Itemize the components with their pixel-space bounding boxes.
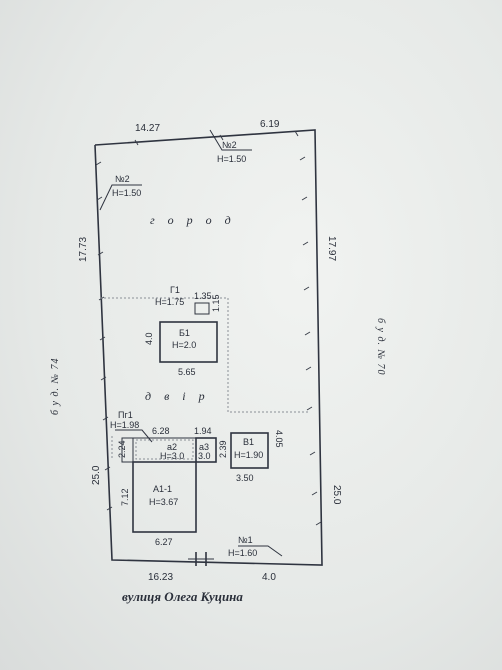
pg1-label: Пг1 [118, 410, 133, 420]
b1-height: H=2.0 [172, 340, 196, 350]
a3-label: а3 [199, 442, 209, 452]
neighbor-right: б у д. № 70 [375, 318, 386, 375]
dim-right-upper: 17.97 [326, 236, 337, 261]
dim-top-left: 14.27 [135, 123, 160, 134]
v1-height: H=1.90 [234, 450, 263, 460]
dim-bottom-left: 16.23 [148, 572, 173, 583]
building-g1 [194, 302, 210, 315]
a11-width: 6.27 [155, 537, 173, 547]
g1-width: 1.35 [194, 291, 212, 301]
b1-width: 5.65 [178, 367, 196, 377]
neighbor-left: б у д. № 74 [50, 358, 61, 415]
plot-boundary [94, 129, 323, 566]
a3-width: 1.94 [194, 426, 212, 436]
building-b1 [159, 321, 218, 363]
dim-left-upper: 17.73 [78, 237, 89, 262]
fence-mark-num-3: №1 [238, 535, 253, 545]
pg1-leader [115, 429, 153, 443]
fence-mark-h-3: H=1.60 [228, 548, 257, 558]
area-yard: д в і р [145, 389, 210, 403]
fence-mark-num-2: №2 [115, 174, 130, 184]
dim-left-lower: 25.0 [91, 465, 102, 485]
gate-icon [188, 552, 214, 566]
fence-mark-h-1: H=1.50 [217, 154, 246, 164]
a3-height: 3.0 [198, 451, 211, 461]
dim-bottom-right: 4.0 [262, 572, 276, 583]
g1-depth: 1.15 [211, 294, 221, 312]
pg1-height: H=1.98 [110, 420, 139, 430]
a2-width: 6.28 [152, 426, 170, 436]
fence-mark-leader-1 [209, 129, 252, 151]
a11-label: А1-1 [153, 484, 172, 494]
porch-pg1 [121, 437, 134, 463]
annex-inner [135, 439, 194, 460]
garden-yard-partition [100, 297, 310, 413]
street-name: вулиця Олега Куцина [122, 589, 243, 604]
v1-width: 3.50 [236, 473, 254, 483]
a3-depth: 2.39 [218, 440, 228, 458]
v1-label: В1 [243, 437, 254, 447]
building-a3 [195, 437, 217, 463]
pg1-depth: 2.24 [117, 440, 127, 458]
fence-mark-num-1: №2 [222, 140, 237, 150]
a11-depth: 7.12 [120, 488, 130, 506]
fence-mark-h-2: H=1.50 [112, 188, 141, 198]
a2-label: а2 [167, 442, 177, 452]
a11-height: H=3.67 [149, 497, 178, 507]
b1-label: Б1 [179, 328, 190, 338]
g1-height: H=1.75 [155, 297, 184, 307]
fence-mark-leader-3 [238, 545, 283, 557]
v1-depth: 4.05 [274, 430, 284, 448]
a2-height: H=3.0 [160, 451, 184, 461]
fence-mark-leader-2 [99, 184, 142, 211]
dim-top-right: 6.19 [260, 119, 280, 130]
building-v1 [230, 432, 269, 469]
area-garden: г о р о д [150, 213, 236, 227]
b1-depth: 4.0 [144, 332, 154, 345]
dim-right-lower: 25.0 [331, 485, 342, 505]
g1-label: Г1 [170, 285, 180, 295]
